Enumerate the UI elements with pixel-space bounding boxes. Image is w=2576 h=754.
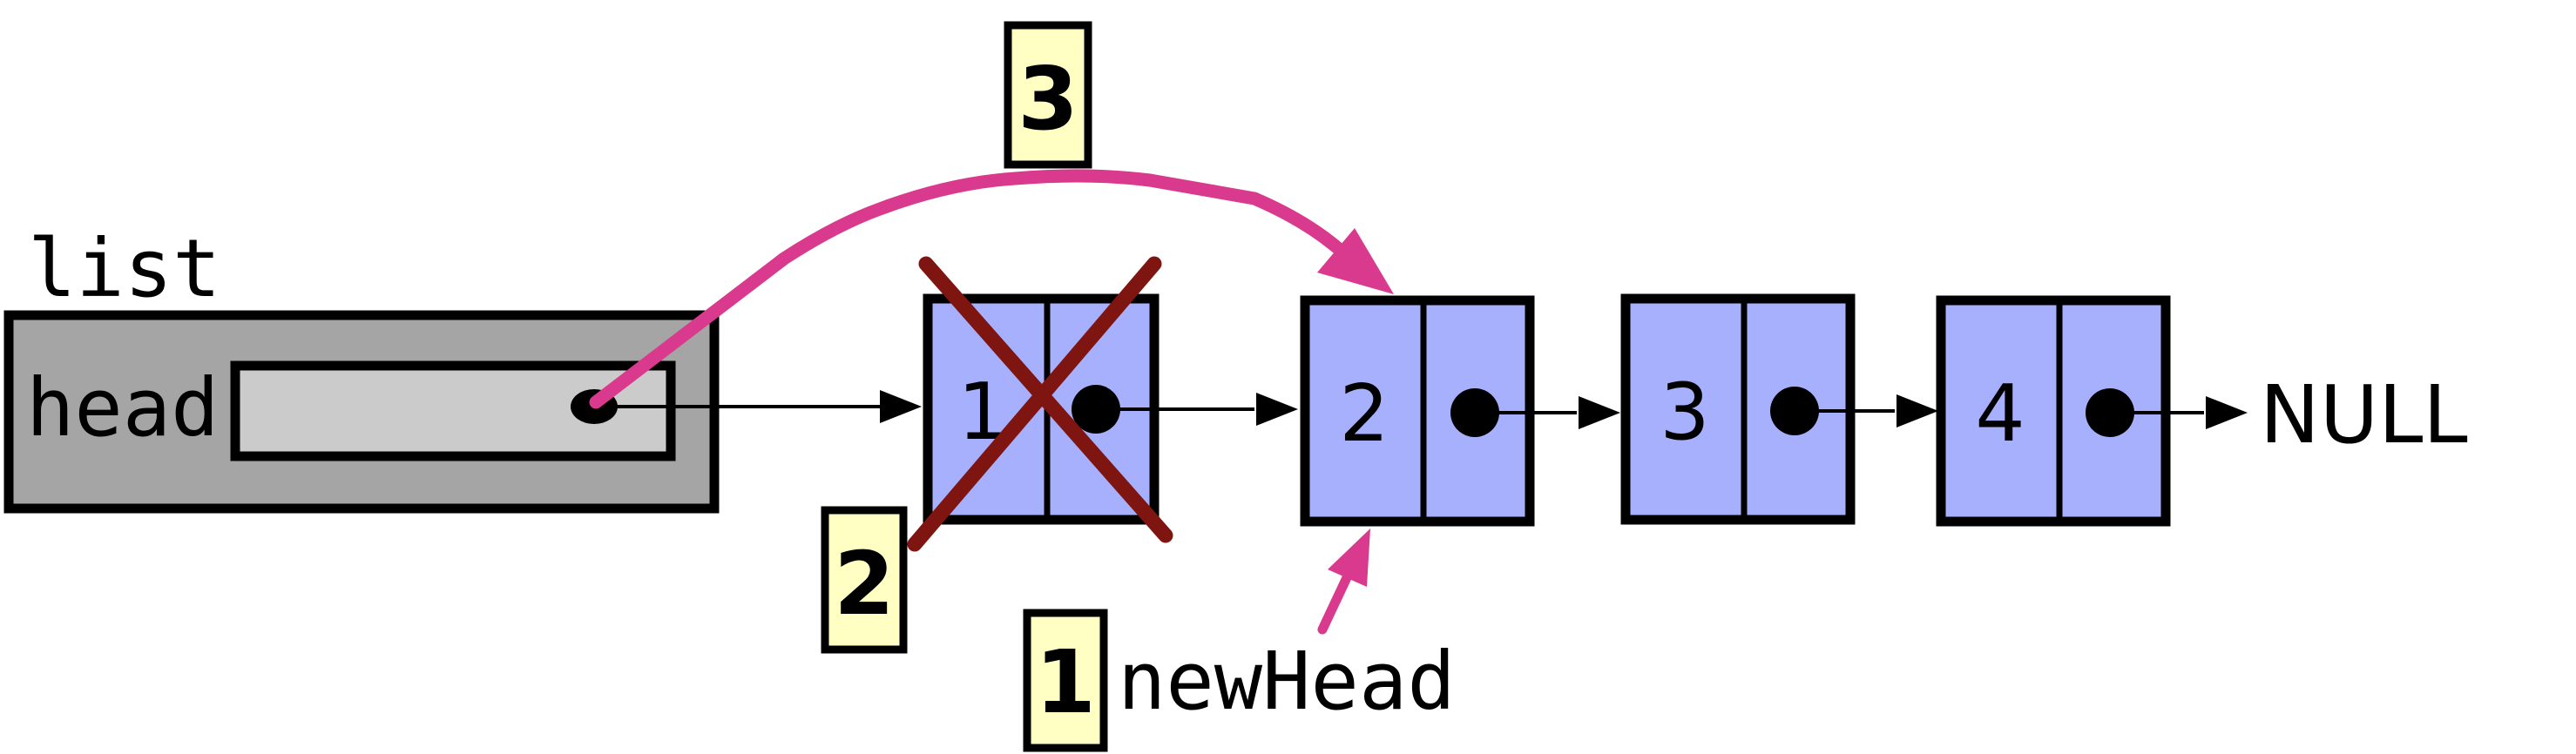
null-label: NULL [2260, 368, 2468, 461]
node-value: 3 [1660, 367, 1709, 458]
node-value: 2 [1339, 368, 1389, 460]
step-badge-3: 3 [1004, 21, 1092, 169]
next-pointer-dot [2086, 388, 2134, 437]
node2-next-arrow [1490, 396, 1620, 429]
variable-name-label: list [28, 222, 221, 315]
node4-next-arrow [2126, 396, 2248, 429]
step-badge-1: 1 [1023, 609, 1108, 752]
node1-next-arrow [1111, 393, 1298, 426]
new-head-arrow [1317, 528, 1370, 635]
next-pointer-dot [1770, 387, 1819, 435]
step-number: 3 [1018, 48, 1078, 150]
step-badge-2: 2 [821, 506, 908, 654]
delete-cross-mark [907, 256, 1173, 552]
head-reassign-arrow [589, 169, 1394, 409]
next-pointer-dot [1072, 385, 1120, 434]
head-to-node1-arrow [610, 390, 922, 423]
node3-next-arrow [1810, 394, 1938, 427]
head-field-label: head [26, 361, 220, 454]
new-head-label: newHead [1118, 635, 1456, 728]
step-number: 2 [834, 533, 895, 635]
next-pointer-dot [1450, 388, 1499, 437]
node-value: 4 [1975, 368, 2025, 460]
step-number: 1 [1035, 631, 1096, 733]
